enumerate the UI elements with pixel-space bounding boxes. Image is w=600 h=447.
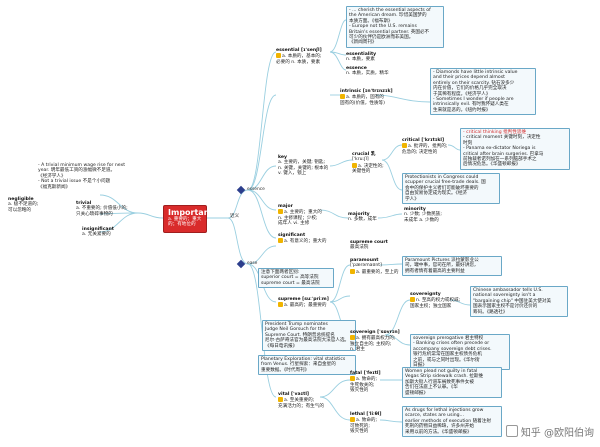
note-fatal: Women plead not guilty in fatal Vegas St… (402, 367, 502, 399)
node-major[interactable]: major a. 主要的；重大的 n. 主修课程；少校; 成年人 vi. 主修 (278, 204, 322, 227)
note-trivial-examples: - A trivial minimum wage rise for next y… (38, 163, 126, 190)
node-supreme-court[interactable]: supreme court 最高法院 (350, 240, 388, 251)
note-paramount: Paramount Pictures 派拉蒙影业公 司，罐中事，官司在所，最好讲… (402, 256, 502, 277)
node-trivial[interactable]: trivial a. 不重要的; 价值低小的; 只关心琐碎事物的 (76, 201, 128, 217)
node-negligible[interactable]: negligible a. 极不足道的; 可以忽略的 (8, 197, 39, 213)
node-crucial[interactable]: crucial 乳 [ˈkruːʃl] a. 决定性的; 关键性的 (352, 152, 384, 175)
node-minority[interactable]: minority n. 少数; 少数民族; 未成年 a. 少数的 (404, 207, 442, 223)
note-critical: - critical thinking 批判性思维 - critical mom… (460, 128, 570, 170)
pen-icon (350, 376, 355, 382)
node-critical[interactable]: critical [ˈkrɪtɪkl] a. 批评的，批判的; 危急的; 决定性… (402, 138, 448, 155)
node-supreme[interactable]: supreme [suːˈpriːm] a. 最高的；最重要的 (278, 297, 329, 309)
note-supreme-court-nomination: President Trump nominates Judge Neil Gor… (262, 320, 356, 352)
node-fatal[interactable]: fatal [ˈfeɪtl] a. 致命的; 生死攸关的; 毁灭性的 (350, 371, 381, 394)
node-majority[interactable]: majority n. 多数，成年 (348, 212, 377, 223)
synonym-label: 近义 (230, 214, 240, 219)
root-title: Important (168, 208, 214, 217)
note-supreme-courts: 注意下面两者区别: superior court = 高等法院 supreme … (258, 268, 334, 289)
node-significant[interactable]: significant a. 有意义的；重大的 (278, 233, 327, 245)
pen-icon (350, 268, 355, 274)
node-essential[interactable]: essential [ɪˈsenʃl] a. 本质的，基本的; 必要的 n. 本… (276, 48, 322, 65)
node-intrinsic[interactable]: intrinsic [ɪnˈtrɪnzɪk] a. 本质的，固有的 固有的(价值… (340, 89, 393, 106)
pen-icon (350, 417, 355, 423)
pen-icon (340, 94, 345, 100)
node-key[interactable]: key a. 主要的，关键; 钥匙; n. 关键，关键的; 根本的 v. 键入，… (278, 155, 329, 177)
node-essentiality[interactable]: essentiality n. 本质，要素 (346, 52, 377, 63)
note-vital: Planetary Exploration: vital statistics … (258, 355, 356, 376)
note-essential: - ... cherish the essential aspects of t… (346, 6, 444, 48)
note-sovereign: sovereign prerogative 君主特权 - Banking cri… (410, 334, 510, 371)
pen-icon (402, 143, 407, 149)
root-node-important[interactable]: Important a. 重要的；重大的；有地位的 (163, 205, 214, 233)
pen-icon (278, 397, 283, 403)
node-vital[interactable]: vital [ˈvaɪtl] a. 至关重要的; 充满活力的；有生气的 (278, 392, 324, 409)
pen-icon (410, 297, 415, 303)
pen-icon (278, 209, 283, 215)
node-sovereignty[interactable]: sovereignty n. 至高的权力或权威; 国家主权；独立国家 (410, 292, 461, 309)
ease-badge-label: ease (247, 261, 258, 266)
node-sovereign[interactable]: sovereign [ˈsɒvrɪn] a. 拥有最高权力的; 独立自主的; 主… (350, 330, 400, 353)
note-crucial: Protectionists in Congress could scupper… (402, 173, 500, 205)
zhihu-watermark: 知乎 @欧阳伯询 (505, 424, 594, 439)
zhihu-logo-icon (505, 425, 518, 437)
essence-badge-label: essence (247, 187, 265, 192)
node-essence[interactable]: essence n. 本质，实质，精华 (346, 66, 389, 77)
root-subtitle: a. 重要的；重大的；有地位的 (168, 217, 202, 228)
note-sovereignty: Chinese ambassador tells U.S. national s… (470, 286, 568, 318)
node-paramount[interactable]: paramount [ˈpærəmaʊnt] a. 最重要的，至上的 (350, 258, 399, 275)
node-lethal[interactable]: lethal [ˈliːθl] a. 致命的; 可致死的; 毁灭性的 (350, 412, 382, 435)
pen-icon (352, 162, 357, 168)
pen-icon (278, 302, 283, 308)
note-intrinsic: - Diamonds have little intrinsic value a… (430, 68, 536, 116)
pen-icon (350, 335, 355, 341)
node-insignificant[interactable]: insignificant a. 无关紧要的 (82, 227, 114, 238)
note-lethal: As drugs for lethal injections grow scar… (402, 406, 502, 438)
pen-icon (276, 53, 281, 59)
pen-icon (278, 238, 283, 244)
